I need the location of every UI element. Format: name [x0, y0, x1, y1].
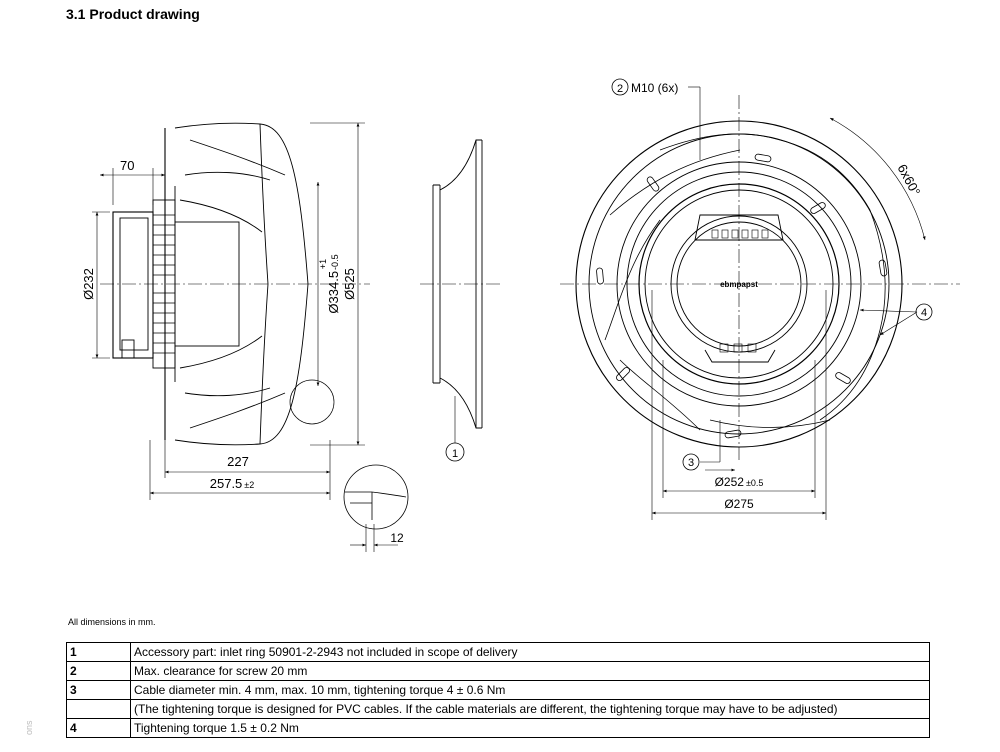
sidebar-text: ons — [24, 720, 34, 735]
dim-inner-dia-tol-upper: +1 — [318, 259, 328, 269]
legend-num: 3 — [66, 680, 131, 700]
legend-text: (The tightening torque is designed for P… — [130, 699, 930, 719]
legend-text: Cable diameter min. 4 mm, max. 10 mm, ti… — [130, 680, 930, 700]
front-view — [560, 78, 960, 520]
inlet-ring — [420, 139, 500, 462]
angle-label: 6x60° — [895, 162, 924, 199]
units-note: All dimensions in mm. — [68, 617, 156, 627]
callout-4-label: 4 — [921, 307, 927, 319]
page-title: 3.1 Product drawing — [66, 6, 200, 22]
detail-dim-12: 12 — [390, 531, 404, 545]
brand-label: ebmpapst — [720, 280, 758, 289]
dim-outer-dia: Ø525 — [342, 268, 357, 300]
callout-2-text: M10 (6x) — [631, 81, 678, 95]
legend-num: 4 — [66, 718, 131, 738]
legend-text: Max. clearance for screw 20 mm — [130, 661, 930, 681]
callout-2-label: 2 — [617, 83, 623, 95]
dim-227: 227 — [227, 454, 249, 469]
legend-text: Tightening torque 1.5 ± 0.2 Nm — [130, 718, 930, 738]
callout-1-label: 1 — [452, 448, 458, 460]
dim-hub-dia: Ø232 — [81, 268, 96, 300]
product-drawing: 70 Ø232 Ø334.5-0.5 +1 Ø525 227 257.5±2 1… — [81, 78, 960, 552]
legend-row: (The tightening torque is designed for P… — [66, 699, 930, 719]
legend-num — [66, 699, 131, 719]
legend-num: 1 — [66, 642, 131, 662]
side-view — [92, 122, 370, 500]
dim-inner-dia: Ø334.5-0.5 — [326, 254, 341, 313]
dim-257: 257.5±2 — [210, 476, 255, 491]
legend-text: Accessory part: inlet ring 50901-2-2943 … — [130, 642, 930, 662]
callout-3-label: 3 — [688, 457, 694, 469]
dim-mount-dia: Ø275 — [724, 497, 754, 511]
detail-view — [343, 464, 409, 552]
dim-bolt-circle: Ø252±0.5 — [715, 475, 764, 489]
dim-70: 70 — [120, 158, 134, 173]
legend-num: 2 — [66, 661, 131, 681]
